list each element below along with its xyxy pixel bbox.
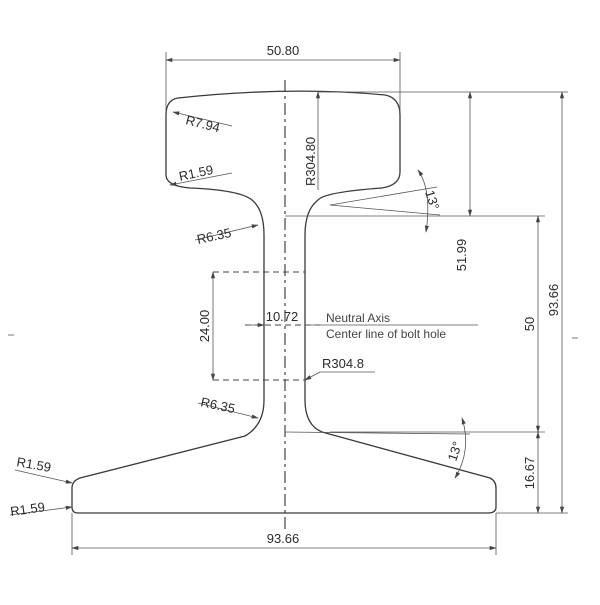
- base-slope-arc: [454, 417, 467, 479]
- base-edge-bottom-radius-label: R1.59: [9, 499, 45, 519]
- base-depth-label: 16.67: [522, 457, 537, 490]
- web-bolt-span-label: 24.00: [197, 310, 212, 343]
- head-depth-label: 51.99: [454, 239, 469, 272]
- base-slope-ref-line: [284, 431, 471, 435]
- head-corner-radius-leader: [172, 111, 233, 127]
- neutral-axis-note: Neutral Axis: [326, 311, 390, 325]
- web-thickness-label: 10.72: [266, 309, 299, 324]
- base-edge-top-radius-label: R1.59: [15, 454, 52, 475]
- head-underside-radius-leader: [169, 172, 233, 186]
- total-height-label: 93.66: [546, 284, 561, 317]
- head-slope-line: [329, 186, 438, 206]
- base-edge-top-radius-leader: [14, 469, 73, 484]
- base-slope-angle-label: 13°: [445, 440, 465, 463]
- base-edge-bottom-radius-leader: [9, 505, 73, 516]
- rail-profile-outline: [71, 90, 497, 514]
- base-width-label: 93.66: [267, 531, 300, 546]
- head-slope-arc: [417, 169, 429, 233]
- crown-radius-label: R304.80: [303, 137, 318, 186]
- web-radius-leader: [304, 371, 321, 381]
- upper-fillet-radius-label: R6.35: [196, 225, 233, 247]
- lower-fillet-radius-leader: [197, 402, 259, 419]
- lower-fillet-radius-label: R6.35: [199, 394, 236, 416]
- head-slope-ref-line: [329, 204, 441, 216]
- bolt-hole-centerline-note: Center line of bolt hole: [326, 327, 446, 341]
- web-radius-label: R304.8: [322, 356, 364, 371]
- web-height-label: 50: [522, 317, 537, 331]
- head-slope-angle-label: 13°: [422, 188, 442, 211]
- head-corner-radius-label: R7.94: [184, 112, 221, 135]
- head-width-label: 50.80: [267, 43, 300, 58]
- upper-fillet-radius-leader: [194, 224, 259, 241]
- head-underside-radius-label: R1.59: [178, 162, 215, 184]
